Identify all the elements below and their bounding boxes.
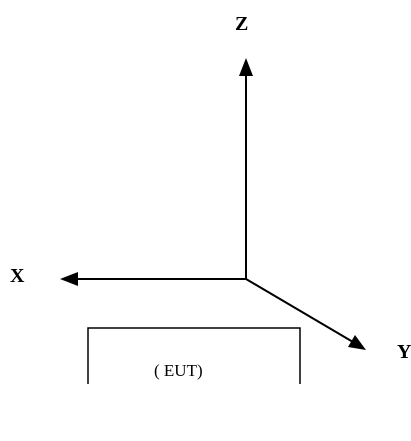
y-axis-label: Y: [397, 341, 411, 363]
x-axis-arrowhead: [60, 272, 78, 286]
eut-box: ( EUT): [87, 327, 301, 384]
eut-label: ( EUT): [154, 361, 203, 380]
y-axis: Y: [245, 278, 411, 363]
eut-box-outline: [87, 327, 301, 384]
y-axis-line: [245, 278, 354, 343]
z-axis: Z: [235, 13, 253, 279]
x-axis: X: [10, 265, 246, 287]
z-axis-arrowhead: [239, 58, 253, 76]
z-axis-label: Z: [235, 13, 248, 35]
x-axis-label: X: [10, 265, 25, 287]
y-axis-arrowhead: [348, 335, 366, 350]
